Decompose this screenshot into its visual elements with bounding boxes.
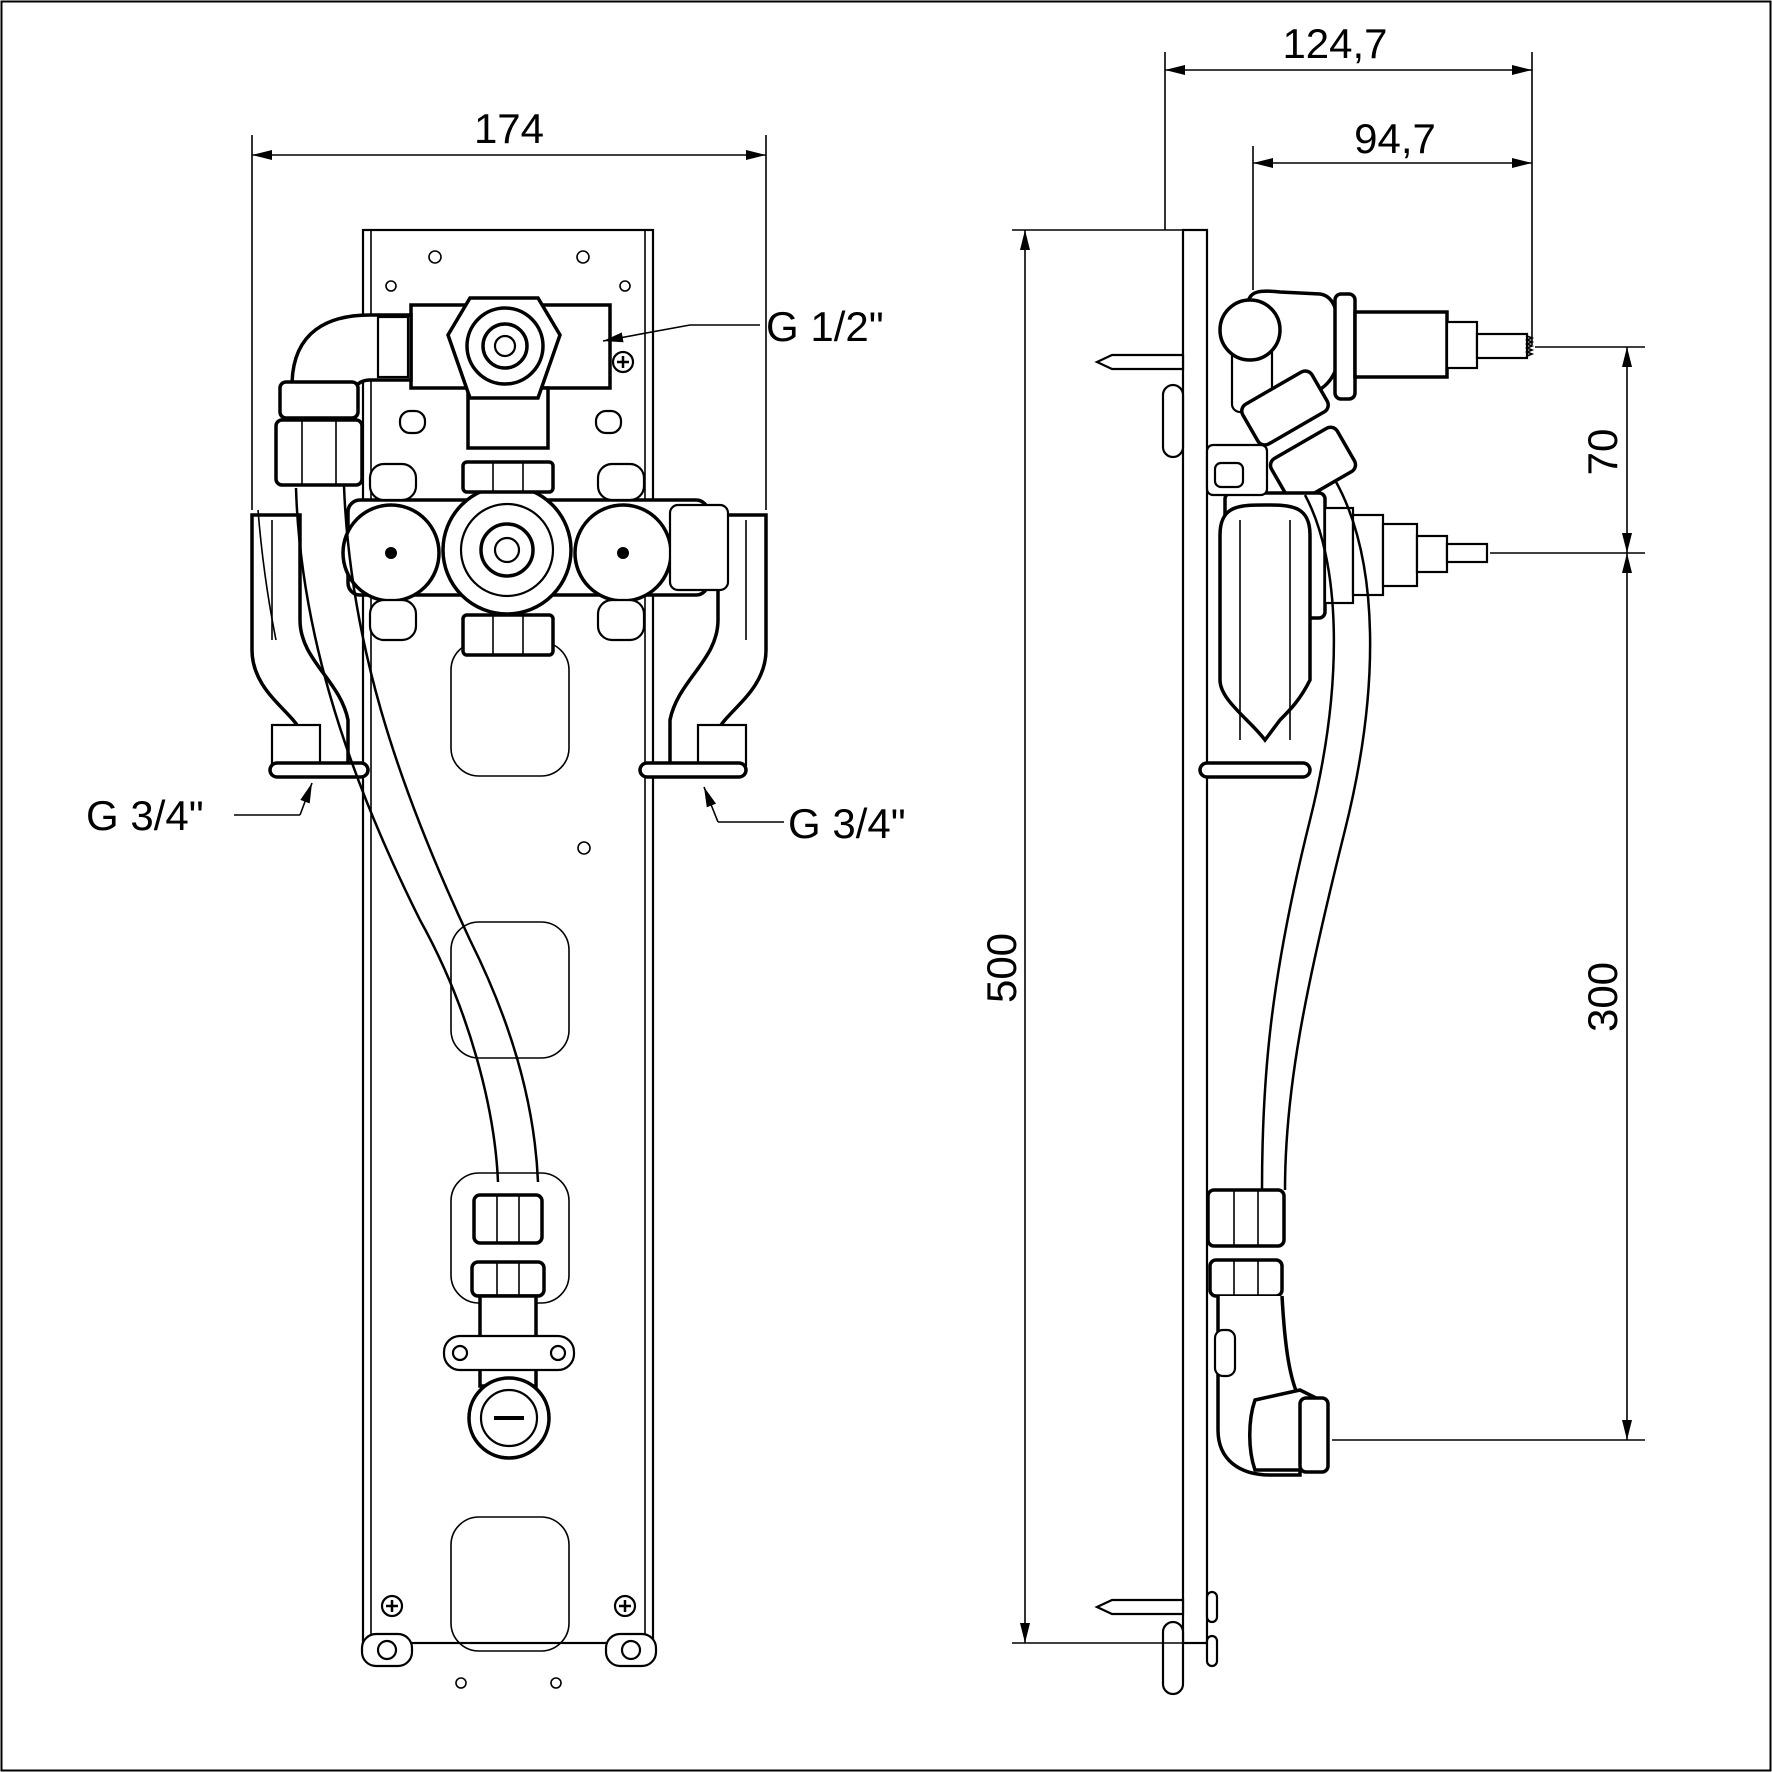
- side-plate: [1181, 228, 1209, 1645]
- top-valve-body: [398, 296, 635, 450]
- front-dimension-width: [251, 135, 767, 510]
- side-view: [1094, 228, 1535, 1696]
- side-dimension-height: [1012, 229, 1183, 1644]
- dim-spacing-lower-text: 300: [1579, 962, 1626, 1032]
- side-dimension-depth-total: [1164, 52, 1533, 345]
- side-bracket: [1198, 503, 1312, 779]
- mounting-holes: [385, 250, 631, 1689]
- flexible-hose: [257, 485, 540, 1183]
- dim-width-text: 174: [474, 105, 544, 152]
- side-flexible-hose: [1260, 479, 1372, 1191]
- dim-spacing-upper-text: 70: [1579, 429, 1626, 476]
- lower-connection: [442, 1193, 576, 1460]
- leader-top-connection: [602, 324, 760, 343]
- leader-right-connection: [703, 786, 784, 823]
- right-bracket: [668, 513, 768, 770]
- mixing-valve-block: [341, 460, 730, 657]
- label-left-connection: G 3/4": [86, 792, 204, 839]
- side-dimension-depth-partial: [1252, 146, 1532, 290]
- side-lower-connection: [1206, 1188, 1330, 1477]
- side-upper-valve: [1218, 289, 1535, 414]
- side-dimension-spacing-upper: [1490, 346, 1645, 554]
- leader-left-connection: [234, 782, 313, 816]
- side-dimension-spacing-lower: [1332, 553, 1645, 1441]
- label-top-connection: G 1/2": [766, 303, 884, 350]
- right-connection-flange: [638, 761, 748, 779]
- plate-cutout-2: [450, 921, 570, 1059]
- front-view: [250, 228, 768, 1689]
- side-angled-coupling: [1240, 369, 1358, 505]
- left-connection-flange: [268, 761, 370, 779]
- dim-depth-partial-text: 94,7: [1354, 115, 1436, 162]
- dim-depth-total-text: 124,7: [1282, 20, 1387, 67]
- label-right-connection: G 3/4": [788, 800, 906, 847]
- dim-height-text: 500: [978, 933, 1025, 1003]
- left-coupling-nut: [274, 380, 364, 487]
- plate-cutout-3: [450, 1516, 570, 1652]
- side-pins: [1094, 353, 1219, 1696]
- screws-bottom: [360, 1594, 658, 1668]
- left-bracket: [250, 513, 350, 770]
